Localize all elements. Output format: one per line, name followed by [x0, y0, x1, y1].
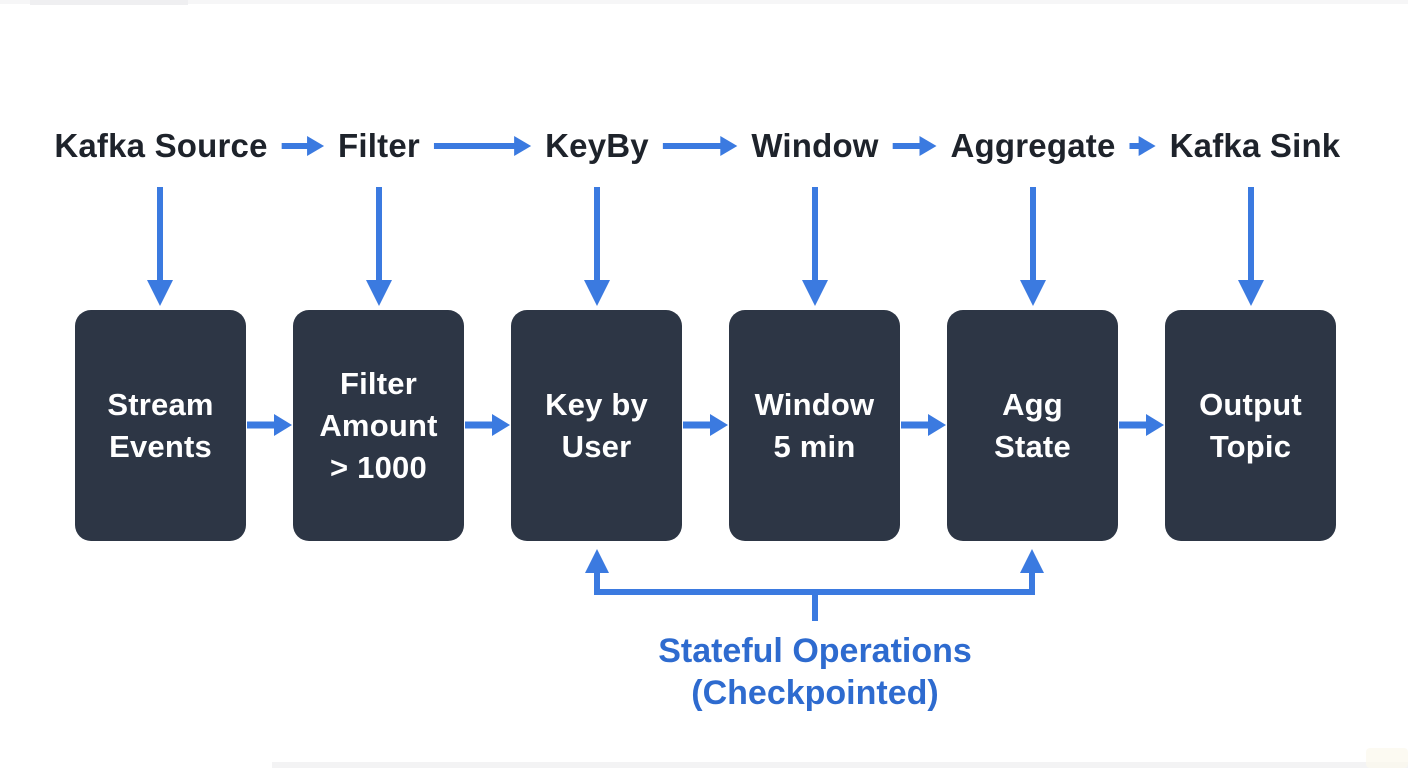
label-to-box-arrow-5-head	[1238, 280, 1264, 306]
label-flow-arrow-1-head	[514, 136, 532, 156]
stateful-bracket-right-arrowhead	[1020, 549, 1044, 573]
stage-label-kafka-sink: Kafka Sink	[1169, 127, 1341, 164]
label-flow-arrow-3-head	[919, 136, 937, 156]
stateful-bracket	[594, 570, 1035, 621]
stage-box-filter-amount-text: Filter Amount > 1000	[319, 365, 438, 485]
stage-box-agg-state: Agg State	[947, 310, 1118, 541]
label-flow-arrow-4-head	[1138, 136, 1156, 156]
label-to-box-arrow-2-head	[584, 280, 610, 306]
stateful-bracket-left-arrowhead	[585, 549, 609, 573]
box-flow-arrow-0-head	[274, 414, 292, 436]
stage-box-window-5min-text: Window 5 min	[754, 386, 875, 464]
stage-box-key-by-user-text: Key by User	[545, 386, 648, 464]
label-to-box-arrow-4-head	[1020, 280, 1046, 306]
stage-box-window-5min: Window 5 min	[729, 310, 900, 541]
label-flow-arrow-2-head	[720, 136, 738, 156]
box-flow-arrow-4-head	[1146, 414, 1164, 436]
caption-line-2: (Checkpointed)	[691, 674, 939, 712]
stage-box-output-topic-text: Output Topic	[1199, 386, 1302, 464]
stage-label-aggregate: Aggregate	[950, 127, 1116, 164]
box-flow-arrow-1-head	[492, 414, 510, 436]
label-to-box-arrow-0-head	[147, 280, 173, 306]
label-to-box-arrow-1-head	[366, 280, 392, 306]
stage-box-agg-state-text: Agg State	[994, 386, 1071, 464]
label-to-box-arrow-3-head	[802, 280, 828, 306]
stage-box-key-by-user: Key by User	[511, 310, 682, 541]
stateful-operations-caption: Stateful Operations (Checkpointed)	[658, 630, 972, 714]
stage-box-stream-events: Stream Events	[75, 310, 246, 541]
caption-line-1: Stateful Operations	[658, 632, 972, 670]
stage-label-kafka-source: Kafka Source	[54, 127, 268, 164]
stage-box-output-topic: Output Topic	[1165, 310, 1336, 541]
stage-label-keyby: KeyBy	[545, 127, 649, 164]
label-flow-arrow-0-head	[307, 136, 325, 156]
stage-label-window: Window	[751, 127, 879, 164]
box-flow-arrow-3-head	[928, 414, 946, 436]
box-flow-arrow-2-head	[710, 414, 728, 436]
stage-label-filter: Filter	[338, 127, 420, 164]
stage-box-stream-events-text: Stream Events	[107, 386, 214, 464]
stage-box-filter-amount: Filter Amount > 1000	[293, 310, 464, 541]
